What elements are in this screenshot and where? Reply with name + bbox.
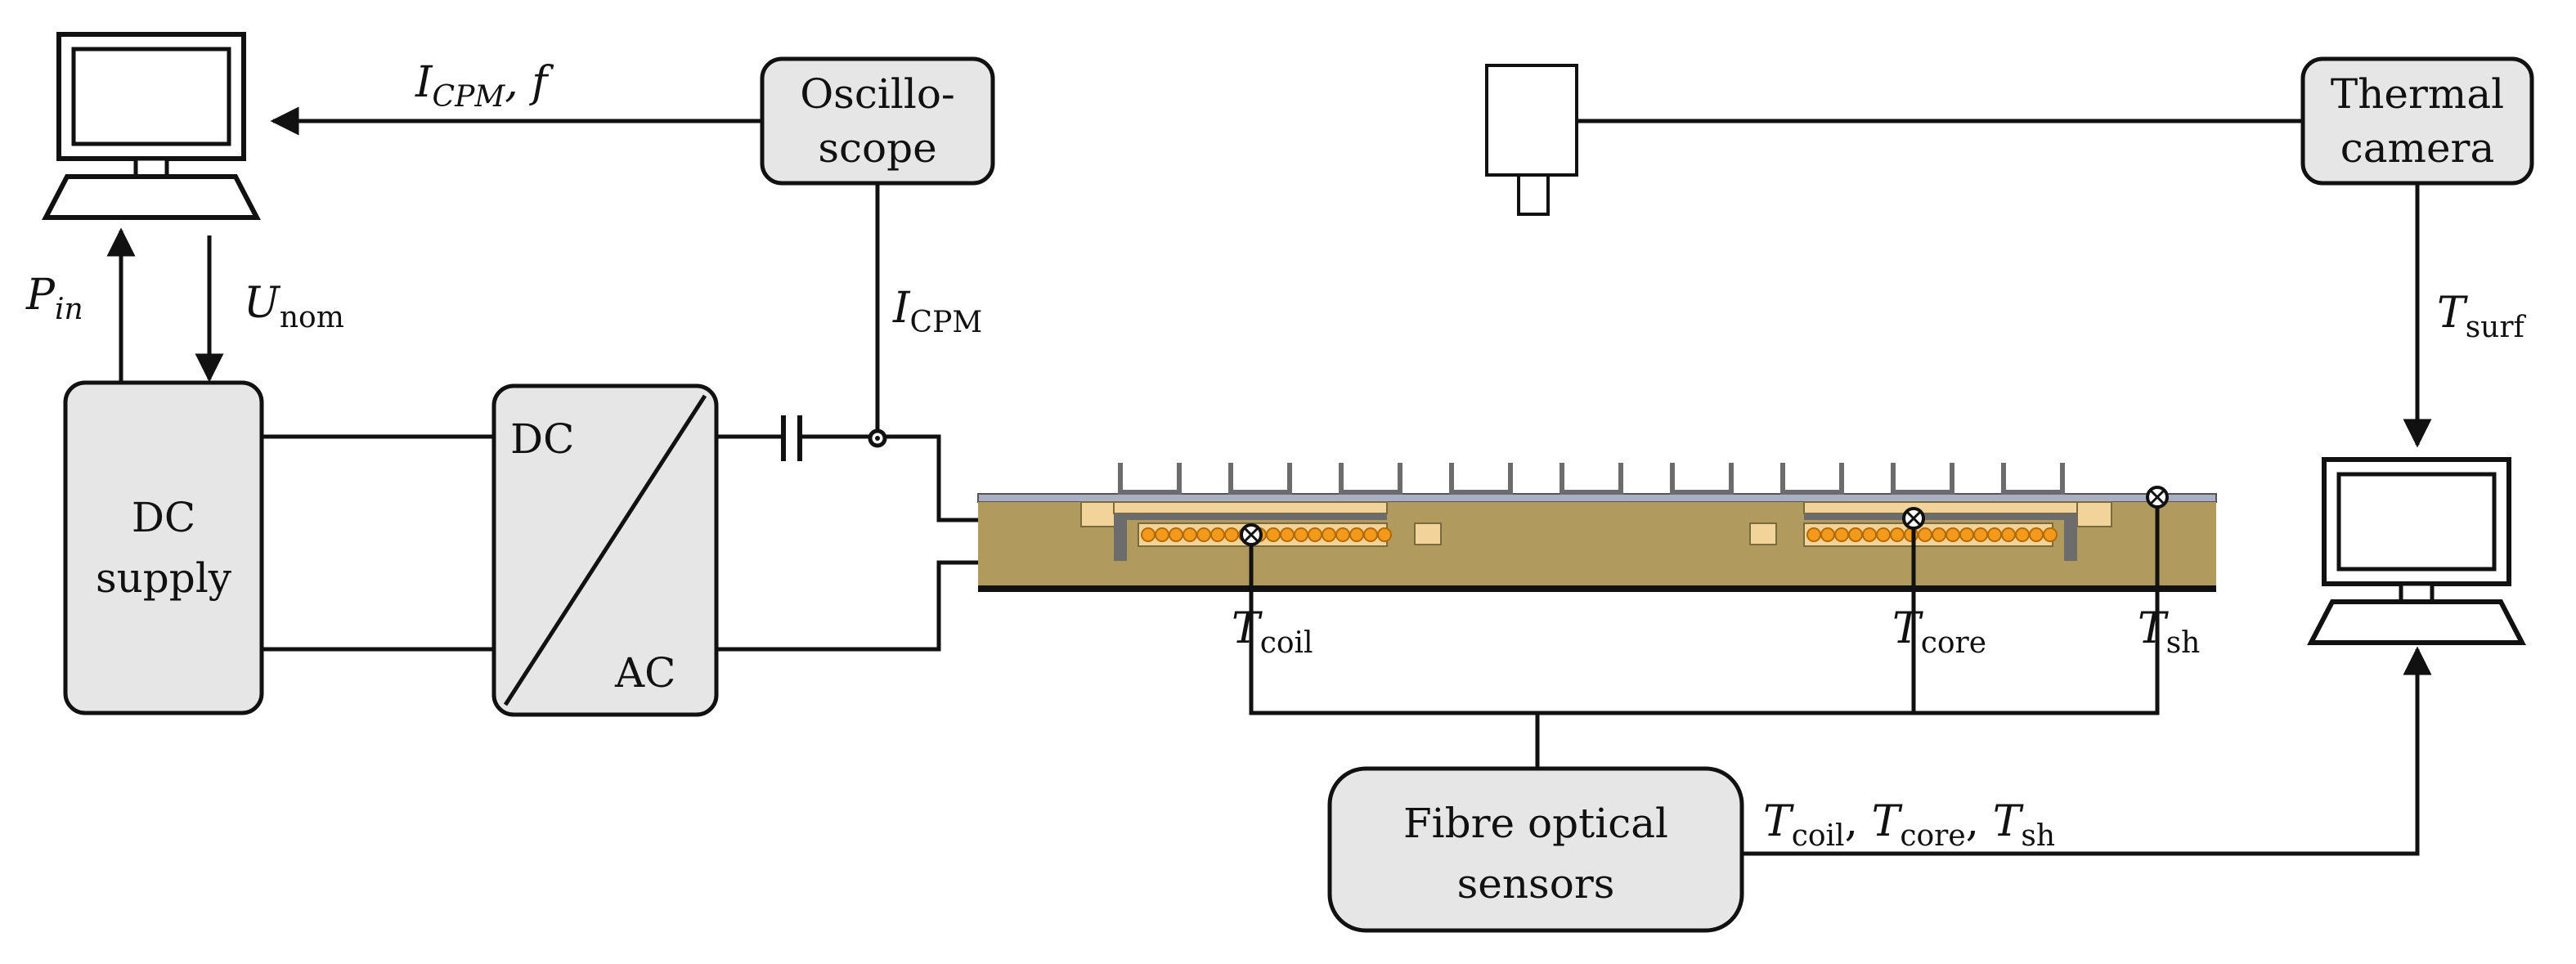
fibre-label-1: Fibre optical — [1403, 800, 1668, 847]
coil-turn — [1862, 527, 1877, 542]
sensor-cross-icon-coil — [1240, 523, 1263, 706]
dc-ac-converter-box: DC AC — [491, 383, 719, 717]
oscilloscope-label-2: scope — [818, 124, 936, 172]
coil-turn — [1169, 527, 1183, 542]
coil-turn — [1377, 527, 1392, 542]
coil-turn — [1834, 527, 1849, 542]
dc-supply-label-2: supply — [96, 554, 232, 602]
computer-icon-left — [42, 32, 261, 220]
coil-turn — [1945, 527, 1960, 542]
coil-windings-left — [1141, 527, 1392, 542]
sensor-cross-icon-shield — [2146, 486, 2169, 706]
coil-turn — [1280, 527, 1295, 542]
tsurf-label: Tsurf — [2437, 289, 2527, 344]
coil-turn — [1322, 527, 1336, 542]
pad-fin — [1449, 463, 1513, 495]
pad-fin — [1228, 463, 1292, 495]
oscilloscope-label-1: Oscillo- — [800, 70, 955, 118]
pad-fin — [1339, 463, 1402, 495]
coil-turn — [1918, 527, 1932, 542]
fibre-optical-sensors-box: Fibre optical sensors — [1327, 766, 1744, 933]
converter-diagonal — [503, 394, 707, 706]
coil-turn — [2001, 527, 2016, 542]
pad-fin — [1780, 463, 1844, 495]
coil-windings-right — [1806, 527, 2058, 542]
coil-turn — [1224, 527, 1239, 542]
coil-turn — [1210, 527, 1225, 542]
coil-turn — [1973, 527, 1988, 542]
camera-icon — [1485, 64, 1578, 216]
coil-assembly-right — [1749, 501, 2112, 561]
pad-fin — [2001, 463, 2065, 495]
pad-shield-layer — [977, 493, 2217, 503]
tcoil-label: Tcoil — [1232, 604, 1313, 660]
thermal-camera-label-2: camera — [2340, 124, 2495, 172]
fibre-output-arrow — [1742, 646, 2432, 856]
ac-wire-bottom — [716, 560, 978, 652]
coil-turn — [1141, 527, 1156, 542]
fibre-output-label: Tcoil, Tcore, Tsh — [1763, 797, 2055, 853]
coil-turn — [1335, 527, 1350, 542]
pad-fin — [1560, 463, 1623, 495]
dc-supply-box: DC supply — [63, 380, 264, 715]
pad-fin — [1670, 463, 1734, 495]
coil-turn — [1932, 527, 1946, 542]
coil-turn — [1848, 527, 1863, 542]
coil-turn — [1820, 527, 1835, 542]
oscilloscope-box: Oscillo- scope — [760, 56, 995, 186]
unom-label: Unom — [244, 279, 344, 334]
tcore-label: Tcore — [1892, 604, 1986, 660]
pad-fin — [1891, 463, 1954, 495]
coil-turn — [1806, 527, 1821, 542]
pin-label: Pin — [25, 271, 83, 326]
coil-turn — [1196, 527, 1211, 542]
thermal-camera-label-1: Thermal — [2331, 70, 2504, 118]
coil-turn — [1294, 527, 1308, 542]
capacitor-symbol — [781, 415, 802, 461]
thermal-camera-box: Thermal camera — [2300, 56, 2534, 186]
dc-supply-label-1: DC — [132, 494, 195, 541]
coil-turn — [1904, 527, 1919, 542]
coil-assembly-left — [1080, 501, 1442, 561]
coil-turn — [1959, 527, 1974, 542]
coil-turn — [2015, 527, 2030, 542]
coil-turn — [1266, 527, 1281, 542]
pad-fin — [1118, 463, 1182, 495]
coil-turn — [1155, 527, 1169, 542]
icpm-vertical-label: ICPM — [892, 284, 982, 339]
coil-turn — [2043, 527, 2058, 542]
ac-wire-top-b — [801, 434, 978, 522]
coil-turn — [2029, 527, 2044, 542]
coil-turn — [1987, 527, 2002, 542]
coil-turn — [1876, 527, 1891, 542]
sensor-cross-icon-core — [1902, 507, 1925, 706]
tsh-label: Tsh — [2138, 604, 2200, 660]
coil-turn — [1183, 527, 1197, 542]
pad-fins — [1118, 463, 2065, 495]
sensor-bracket — [1249, 706, 2160, 715]
charging-pad-cross-section — [977, 463, 2217, 592]
fibre-label-2: sensors — [1457, 860, 1615, 908]
icpm-f-label: ICPM, f — [415, 58, 554, 114]
coil-turn — [1308, 527, 1322, 542]
converter-dc-label: DC — [510, 415, 574, 463]
converter-ac-label: AC — [614, 649, 675, 697]
pad-bottom-plate — [978, 585, 2216, 592]
coil-turn — [1349, 527, 1364, 542]
coil-turn — [1890, 527, 1905, 542]
coil-turn — [1363, 527, 1378, 542]
computer-icon-right — [2307, 457, 2526, 645]
